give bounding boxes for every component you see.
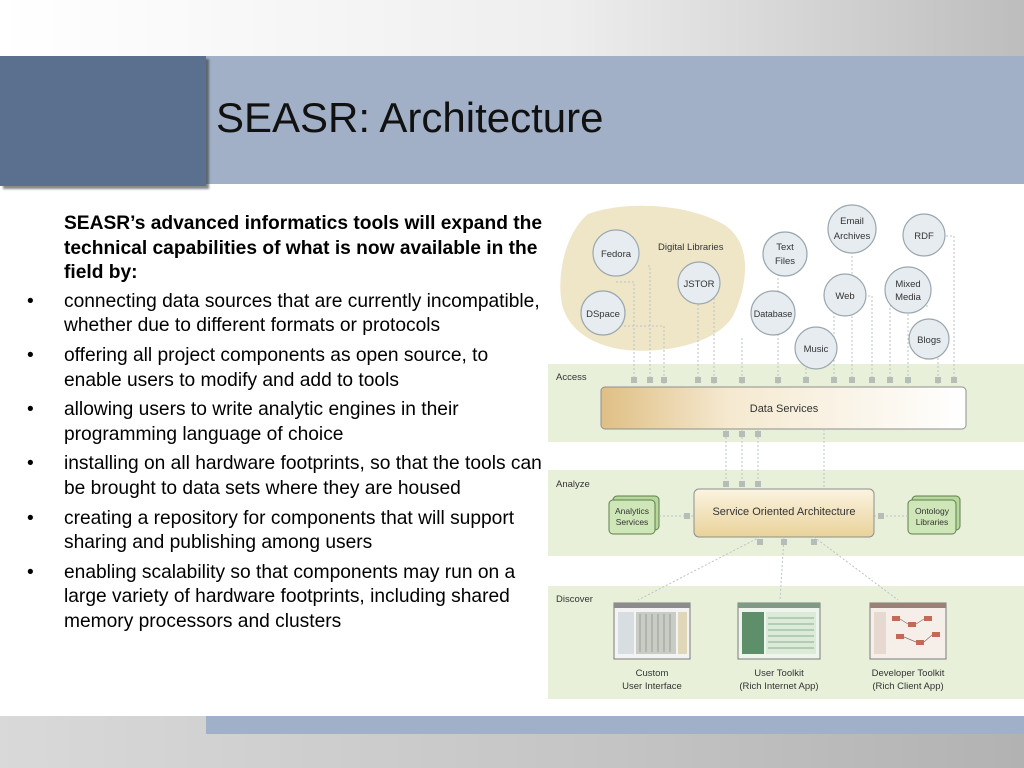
access-label: Access	[556, 372, 587, 383]
access-analyze-connectors	[725, 429, 825, 487]
dspace-node: DSpace	[580, 290, 626, 336]
bullet-text: creating a repository for components tha…	[64, 507, 515, 554]
analytics-services-label: Analytics	[615, 506, 649, 516]
rdf-label: RDF	[914, 231, 934, 242]
access-ports-bottom	[723, 431, 761, 487]
ontology-libraries-card	[907, 499, 957, 535]
developer-toolkit-thumbnail	[869, 602, 947, 660]
fedora-label: Fedora	[601, 249, 632, 260]
analytics-services-card	[608, 499, 656, 535]
title-accent-block	[0, 56, 206, 186]
bullet-item: • creating a repository for components th…	[20, 507, 546, 556]
bullet-icon: •	[27, 453, 34, 475]
blogs-label: Blogs	[917, 335, 941, 346]
bullet-list: • connecting data sources that are curren…	[20, 290, 546, 635]
email-archives-label: Email	[840, 216, 864, 227]
bullet-item: • enabling scalability so that components…	[20, 561, 546, 635]
email-archives-node: Email Archives	[827, 204, 877, 254]
custom-ui-label-2: User Interface	[622, 681, 682, 692]
dspace-label: DSpace	[586, 309, 620, 320]
soa-label: Service Oriented Architecture	[712, 506, 855, 518]
data-services-box	[600, 386, 967, 430]
text-files-label-2: Files	[775, 256, 795, 267]
analytics-services-label-2: Services	[616, 517, 649, 527]
web-node: Web	[823, 273, 867, 317]
intro-text: SEASR’s advanced informatics tools will …	[64, 213, 543, 284]
ontology-libraries-label-2: Libraries	[916, 517, 949, 527]
footer-accent-strip	[206, 716, 1024, 734]
bullet-icon: •	[27, 399, 34, 421]
database-node: Database	[750, 290, 796, 336]
data-services-label: Data Services	[750, 403, 819, 415]
header-top-band	[0, 0, 1024, 56]
email-archives-label-2: Archives	[834, 231, 871, 242]
blogs-node: Blogs	[908, 318, 950, 360]
analyze-label: Analyze	[556, 479, 590, 490]
bullet-icon: •	[27, 290, 34, 312]
user-toolkit-label: User Toolkit	[754, 668, 804, 679]
bullet-text: enabling scalability so that components …	[64, 561, 516, 632]
bullet-icon: •	[27, 561, 34, 583]
fedora-node: Fedora	[592, 229, 640, 277]
bullet-text: installing on all hardware footprints, s…	[64, 453, 542, 499]
jstor-label: JSTOR	[684, 279, 715, 290]
soa-left-port	[684, 513, 690, 519]
jstor-node: JSTOR	[677, 261, 721, 305]
slide-title: SEASR: Architecture	[216, 94, 604, 141]
mixed-media-node: Mixed Media	[884, 266, 932, 314]
developer-toolkit-label-2: (Rich Client App)	[872, 681, 943, 692]
access-ports-top	[631, 377, 957, 383]
web-label: Web	[835, 291, 854, 302]
discover-ports	[757, 539, 817, 545]
bullet-icon: •	[27, 507, 34, 529]
bullet-text: offering all project components as open …	[64, 344, 489, 391]
user-toolkit-label-2: (Rich Internet App)	[739, 681, 818, 692]
bullet-item: • offering all project components as open…	[20, 344, 546, 393]
custom-ui-label: Custom	[636, 668, 669, 679]
architecture-diagram: Digital Libraries Access Analyze Discove…	[548, 196, 1024, 706]
music-node: Music	[794, 326, 838, 370]
ontology-libraries-label: Ontology	[915, 506, 950, 516]
rdf-node: RDF	[902, 213, 946, 257]
text-files-label: Text	[776, 242, 794, 253]
slide-body: SEASR’s advanced informatics tools will …	[20, 212, 546, 640]
user-toolkit-thumbnail	[737, 602, 821, 660]
bullet-icon: •	[27, 344, 34, 366]
bullet-text: connecting data sources that are current…	[64, 290, 540, 337]
developer-toolkit-label: Developer Toolkit	[872, 668, 945, 679]
music-label: Music	[804, 344, 829, 355]
mixed-media-label: Mixed	[895, 279, 920, 290]
digital-libraries-label: Digital Libraries	[658, 242, 724, 253]
text-files-node: Text Files	[762, 231, 808, 277]
bullet-item: • installing on all hardware footprints, …	[20, 452, 546, 501]
bullet-text: allowing users to write analytic engines…	[64, 399, 459, 445]
custom-ui-thumbnail	[613, 602, 691, 660]
architecture-diagram-svg: Digital Libraries Access Analyze Discove…	[548, 204, 1024, 699]
bullet-item: • connecting data sources that are curren…	[20, 290, 546, 339]
analyze-discover-connectors	[637, 536, 899, 601]
bullet-item: • allowing users to write analytic engine…	[20, 398, 546, 447]
discover-label: Discover	[556, 594, 593, 605]
database-label: Database	[754, 309, 793, 319]
mixed-media-label-2: Media	[895, 292, 922, 303]
soa-right-port	[878, 513, 884, 519]
